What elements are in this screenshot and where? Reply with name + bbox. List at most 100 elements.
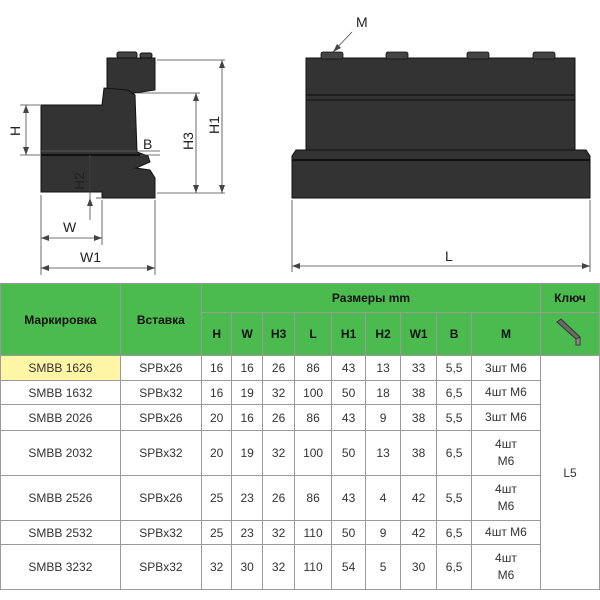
cell-H2: 9 (365, 404, 401, 431)
cell-marking: SMBB 1632 (0, 380, 121, 405)
cell-H2: 5 (365, 544, 401, 590)
cell-insert: SPBx26 (119, 404, 202, 431)
cell-W: 16 (231, 355, 263, 381)
cell-M-line: М6 (497, 454, 515, 468)
cell-insert: SPBx32 (119, 544, 202, 590)
cell-marking: SMBB 2532 (0, 520, 121, 545)
cell-M-line: М6 (497, 499, 515, 513)
header-insert: Вставка (119, 283, 202, 356)
cell-H1: 54 (330, 544, 367, 590)
cell-H1: 43 (330, 475, 367, 521)
label-H3: H3 (180, 132, 196, 150)
cell-L: 100 (294, 430, 332, 476)
cell-H: 20 (200, 430, 233, 476)
cell-H3: 26 (261, 475, 296, 521)
cell-insert: SPBx26 (119, 355, 202, 381)
cell-H2: 13 (365, 355, 401, 381)
cell-M-line: 3шт М6 (485, 410, 527, 424)
cell-H2: 18 (365, 380, 401, 405)
label-L: L (445, 248, 453, 264)
cell-insert: SPBx32 (119, 380, 202, 405)
header-col-H3: H3 (261, 312, 296, 356)
cell-marking: SMBB 1626 (0, 355, 121, 381)
cell-M: 3шт М6 (470, 404, 542, 431)
cell-M: 3шт М6 (470, 355, 542, 381)
cell-H1: 50 (330, 520, 367, 545)
cell-H: 32 (200, 544, 233, 590)
spec-table: Маркировка Вставка Размеры mm Ключ H W H… (0, 283, 600, 590)
cell-M-line: 4шт М6 (485, 385, 527, 399)
cell-M: 4шт М6 (470, 520, 542, 545)
label-M: M (356, 14, 368, 30)
cell-H1: 50 (330, 380, 367, 405)
cell-M-line: 4шт (495, 482, 517, 496)
cell-W: 23 (231, 520, 263, 545)
cell-B: 6,5 (436, 544, 472, 590)
header-col-B: B (436, 312, 472, 356)
cell-W1: 30 (399, 544, 438, 590)
cell-M-line: 4шт (495, 551, 517, 565)
front-arrows (292, 44, 590, 269)
cell-key: L5 (540, 355, 600, 590)
cell-marking: SMBB 2032 (0, 430, 121, 476)
cell-H: 20 (200, 404, 233, 431)
cell-B: 6,5 (436, 380, 472, 405)
cell-L: 86 (294, 355, 332, 381)
header-col-M: M (470, 312, 542, 356)
dimension-arrows (23, 60, 225, 271)
header-dimensions: Размеры mm (200, 283, 542, 313)
cell-marking: SMBB 2526 (0, 475, 121, 521)
cell-H: 25 (200, 520, 233, 545)
technical-drawing: H H2 W W1 H3 H1 B M L (7, 14, 591, 275)
side-view-dimensions (20, 59, 225, 275)
cell-L: 110 (294, 520, 332, 545)
cell-H3: 26 (261, 355, 296, 381)
cell-H3: 32 (261, 430, 296, 476)
cell-H3: 32 (261, 380, 296, 405)
cell-marking: SMBB 3232 (0, 544, 121, 590)
cell-B: 6,5 (436, 430, 472, 476)
cell-marking: SMBB 2026 (0, 404, 121, 431)
cell-H3: 32 (261, 520, 296, 545)
cell-H1: 43 (330, 355, 367, 381)
label-H2: H2 (71, 172, 87, 190)
hex-key-icon (540, 312, 600, 356)
cell-W1: 38 (399, 404, 438, 431)
side-view (40, 51, 156, 199)
cell-insert: SPBx32 (119, 520, 202, 545)
cell-L: 100 (294, 380, 332, 405)
cell-H2: 13 (365, 430, 401, 476)
cell-H: 16 (200, 380, 233, 405)
cell-B: 6,5 (436, 520, 472, 545)
header-key: Ключ (540, 283, 600, 313)
label-B: B (143, 136, 152, 152)
cell-M-line: 4шт (495, 437, 517, 451)
label-W: W (63, 219, 77, 235)
header-col-H2: H2 (365, 312, 401, 356)
header-col-W: W (231, 312, 263, 356)
cell-W: 16 (231, 404, 263, 431)
cell-W1: 42 (399, 475, 438, 521)
cell-L: 86 (294, 404, 332, 431)
cell-H2: 9 (365, 520, 401, 545)
cell-W: 23 (231, 475, 263, 521)
cell-H: 25 (200, 475, 233, 521)
cell-H1: 43 (330, 404, 367, 431)
header-marking: Маркировка (0, 283, 121, 356)
cell-M-line: М6 (497, 568, 515, 582)
cell-H2: 4 (365, 475, 401, 521)
label-W1: W1 (80, 249, 101, 265)
cell-H1: 50 (330, 430, 367, 476)
cell-H3: 32 (261, 544, 296, 590)
cell-B: 5,5 (436, 475, 472, 521)
